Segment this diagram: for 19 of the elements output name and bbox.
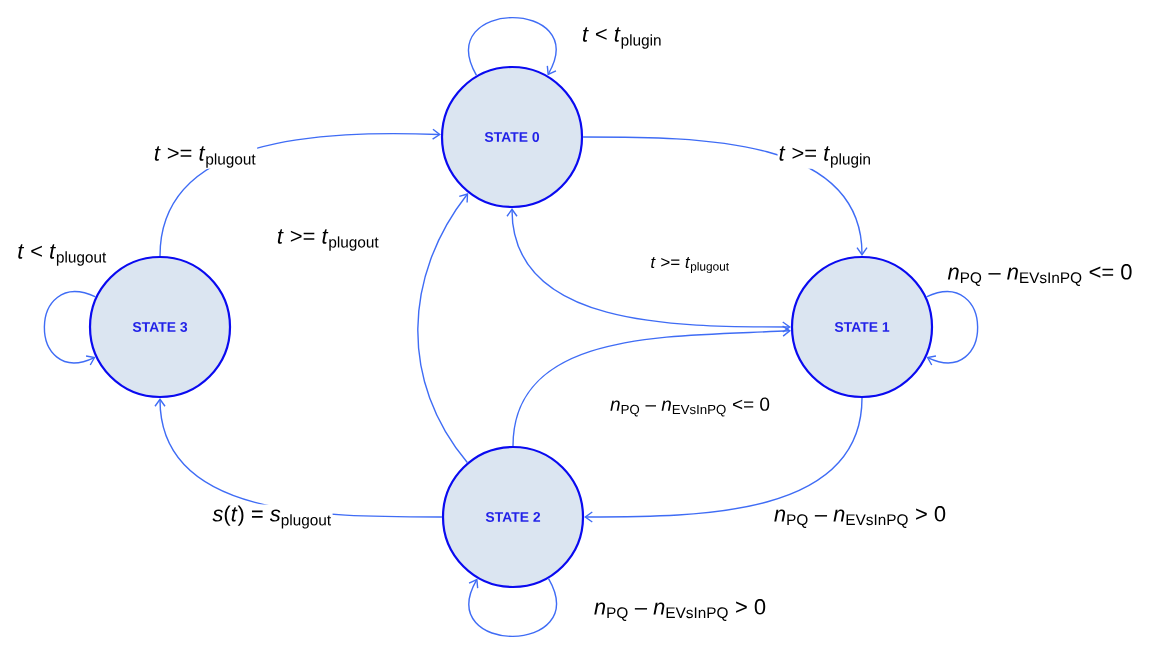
arrow <box>925 291 979 366</box>
arrow <box>506 208 791 333</box>
edge-label: t < t$_{plugin}$ <box>580 26 664 50</box>
edge-label: n$_{PQ}$ – n$_{EVsInPQ}$ > 0 <box>772 505 948 529</box>
arrow <box>582 136 868 256</box>
edge-label: s(t) = s$_{plugout}$ <box>211 504 333 530</box>
edge-label: n$_{PQ}$ – n$_{EVsInPQ}$ <= 0 <box>609 396 771 418</box>
arrow <box>43 291 97 366</box>
arrow <box>468 16 557 77</box>
edge-label: t >= t$_{plugout}$ <box>152 145 258 169</box>
arrow <box>468 577 557 638</box>
arrow <box>417 193 469 464</box>
arrow <box>512 325 791 447</box>
arrow <box>584 397 863 523</box>
edge-label: n$_{PQ}$ – n$_{EVsInPQ}$ <= 0 <box>946 263 1134 287</box>
edge-label: t >= t$_{plugout}$ <box>649 255 731 274</box>
edge-label: t >= t$_{plugout}$ <box>275 228 381 252</box>
edge-label: t >= t$_{plugin}$ <box>777 145 873 169</box>
edge-label: n$_{PQ}$ – n$_{EVsInPQ}$ > 0 <box>592 598 768 622</box>
